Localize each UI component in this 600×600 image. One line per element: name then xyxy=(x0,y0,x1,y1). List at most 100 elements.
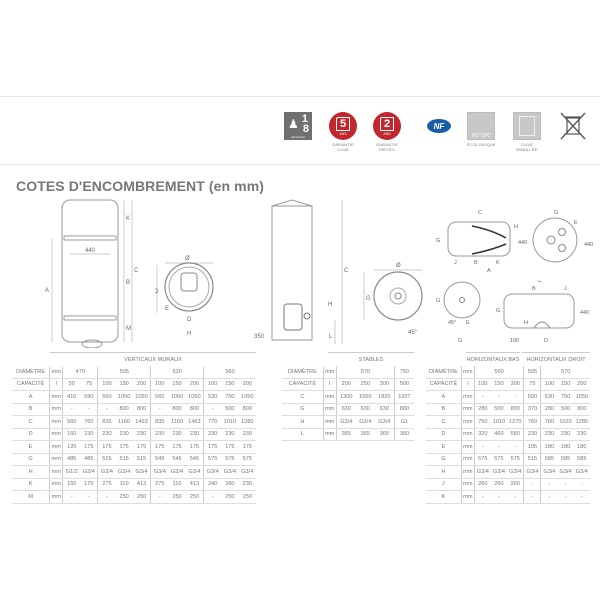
table-cell: 1820 xyxy=(374,390,395,404)
table-cell: 545 xyxy=(168,453,186,466)
table-cell: 545 xyxy=(185,453,204,466)
row-label: K xyxy=(12,478,50,491)
wall-vertical-diagram: 440 A KBM C xyxy=(45,199,139,348)
row-label: L xyxy=(282,428,324,441)
guarantee-2-years-icon: 2 ANS xyxy=(373,112,401,140)
enamelled-tank-icon xyxy=(513,112,541,140)
table-cell: G3/4 xyxy=(523,465,541,479)
table-cell: 365 xyxy=(336,428,356,441)
table-cell: 250 xyxy=(238,490,256,504)
diameter-row: DIAMÈTRE mm 470 505 530 560 xyxy=(12,366,256,379)
table-cell: 150 xyxy=(62,478,81,491)
svg-text:E: E xyxy=(165,306,169,312)
table-cell: 590 xyxy=(523,390,541,404)
svg-text:A: A xyxy=(45,288,49,294)
table-cell: G3/4 xyxy=(336,415,356,429)
row-unit: mm xyxy=(460,490,475,504)
svg-text:H: H xyxy=(187,331,191,337)
table-cell: G3/4 xyxy=(557,465,574,479)
table-cell: 180 xyxy=(557,440,574,454)
row-label: H xyxy=(282,415,324,429)
table-cell: 630 xyxy=(355,403,375,416)
table-cell: 320 xyxy=(474,428,491,441)
table-cell: 275 xyxy=(97,478,116,491)
row-unit: mm xyxy=(322,428,337,441)
table-cell: 750 xyxy=(557,390,574,404)
row-label: K xyxy=(426,490,462,504)
nf-badge: NF xyxy=(425,112,453,140)
table-cell: G3/4 xyxy=(221,465,239,479)
table-cell: 1050 xyxy=(168,390,186,404)
row-label: G xyxy=(426,453,462,466)
row-label: G xyxy=(282,403,324,416)
page-title: COTES D'ENCOMBREMENT (en mm) xyxy=(16,178,265,194)
table-cell: 835 xyxy=(97,415,116,429)
horizontaux-bas-group-label: HORIZONTAUX BAS xyxy=(466,352,520,363)
table-cell: - xyxy=(203,490,222,504)
guarantee-parts-badge: 2 ANS GARANTIE PIÈCES xyxy=(372,112,402,152)
table-cell: - xyxy=(540,478,558,491)
table-cell: 175 xyxy=(203,440,222,454)
table-cell: 230 xyxy=(238,428,256,441)
table-cell: 1050 xyxy=(185,390,204,404)
svg-text:J: J xyxy=(454,260,457,266)
row-label: B xyxy=(426,403,462,416)
table-cell: 1020 xyxy=(557,415,574,429)
table-cell: 560 xyxy=(150,390,169,404)
table-cell: 413 xyxy=(132,478,151,491)
table-cell: 560 xyxy=(97,390,116,404)
table-cell: - xyxy=(474,390,491,404)
svg-text:C: C xyxy=(538,280,542,284)
svg-text:350: 350 xyxy=(254,334,265,340)
svg-text:G: G xyxy=(458,338,462,344)
table-cell: 1463 xyxy=(185,415,204,429)
table-cell: 575 xyxy=(474,453,491,466)
svg-text:Ø: Ø xyxy=(185,256,190,262)
crossed-bin-icon xyxy=(559,112,587,140)
table-cell: - xyxy=(573,490,590,504)
svg-text:A: A xyxy=(487,268,491,272)
table-cell: 250 xyxy=(168,490,186,504)
wall-top-diagram: Ø G E D H xyxy=(155,256,214,337)
weee-badge xyxy=(559,112,587,140)
svg-text:M: M xyxy=(126,326,131,332)
table-cell: 195 xyxy=(523,440,541,454)
stable-top-diagram: Ø G 45° xyxy=(363,263,423,336)
feature-icons-row: ♟ 1 8 personnes 5 ANS GARANTIE CUVE 2 AN… xyxy=(284,112,600,160)
table-cell: 120 xyxy=(62,440,81,454)
table-cell: G3/4 xyxy=(507,465,524,479)
guarantee-tank-label: GARANTIE CUVE xyxy=(331,142,355,152)
table-cell: 1300 xyxy=(336,390,356,404)
row-label: D xyxy=(426,428,462,441)
table-cell: G3/4 xyxy=(238,465,256,479)
table-cell: - xyxy=(573,478,590,491)
table-cell: - xyxy=(62,403,81,416)
table-cell: 1560 xyxy=(355,390,375,404)
table-cell: 175 xyxy=(132,440,151,454)
table-cell: G3/4 xyxy=(374,415,395,429)
table-cell: 575 xyxy=(203,453,222,466)
table-cell: - xyxy=(557,478,574,491)
table-cell: 230 xyxy=(523,428,541,441)
guarantee-parts-label: GARANTIE PIÈCES xyxy=(375,142,399,152)
table-cell: - xyxy=(490,390,508,404)
svg-text:C: C xyxy=(478,210,482,216)
table-cell: 260 xyxy=(221,478,239,491)
top-divider xyxy=(0,96,600,97)
table-cell: - xyxy=(540,490,558,504)
svg-text:G: G xyxy=(436,238,440,244)
table-cell: 175 xyxy=(115,440,133,454)
table-cell: 575 xyxy=(238,453,256,466)
table-cell: 575 xyxy=(221,453,239,466)
table-cell: - xyxy=(507,490,524,504)
